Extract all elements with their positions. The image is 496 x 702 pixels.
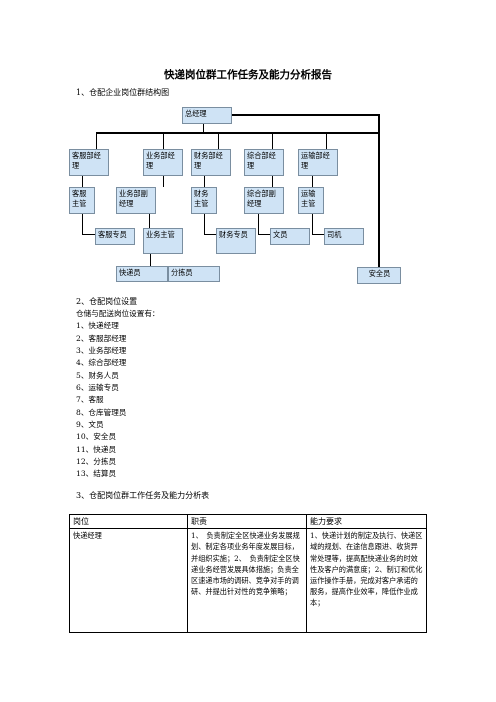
cell-abilities: 1、快递计划的制定及执行、快递区域的规划、在途信息跟进、收货异常处理等，提高配快… <box>306 528 427 634</box>
header-duties: 职责 <box>187 513 307 530</box>
cell-duties: 1、 负责制定全区快递业务发展规划、制定各项业务年度发展目标，并组织实施；2、 … <box>187 528 307 634</box>
org-box-finance-supervisor: 财务主管 <box>191 187 217 214</box>
org-box-finance-staff: 财务专员 <box>216 228 256 254</box>
positions-list: 仓储与配送岗位设置有： 1、快递经理 2、客服部经理 3、业务部经理 4、综合部… <box>76 308 160 481</box>
header-position: 岗位 <box>69 513 188 530</box>
list-item: 10、安全员 <box>76 432 117 442</box>
list-item: 11、快递员 <box>76 444 117 454</box>
org-box-service-supervisor: 客服主管 <box>69 187 95 214</box>
document-title: 快递岗位群工作任务及能力分析报告 <box>164 69 332 81</box>
table-header-row: 岗位 职责 能力要求 <box>69 513 427 530</box>
org-box-sorter: 分拣员 <box>168 266 220 282</box>
duty-analysis-table: 岗位 职责 能力要求 快递经理 1、 负责制定全区快递业务发展规划、制定各项业务… <box>69 513 427 634</box>
cell-position: 快递经理 <box>69 528 188 634</box>
org-box-manager-service: 客服部经理 <box>69 149 109 176</box>
org-box-manager-general: 综合部经理 <box>244 149 284 176</box>
header-abilities: 能力要求 <box>306 513 427 530</box>
list-item: 9、文员 <box>76 420 104 430</box>
org-box-manager-finance: 财务部经理 <box>191 149 231 176</box>
org-box-manager-business: 业务部经理 <box>143 149 183 176</box>
list-item: 6、运输专员 <box>76 383 119 393</box>
org-box-manager-transport: 运输部经理 <box>298 149 338 176</box>
list-item: 7、客服 <box>76 395 104 405</box>
org-chart: 总经理 客服部经理 业务部经理 财务部经理 综合部经理 运输部经理 客服主管 业… <box>0 0 496 310</box>
org-box-driver: 司机 <box>324 228 364 245</box>
org-box-business-supervisor: 业务主管 <box>143 228 183 254</box>
org-box-transport-supervisor: 运输主管 <box>298 187 324 214</box>
list-item: 1、快递经理 <box>76 321 119 331</box>
list-item: 12、分拣员 <box>76 457 117 467</box>
section-1-heading: 1、仓配企业岗位群结构图 <box>76 88 170 97</box>
org-box-general-deputy: 综合部副经理 <box>244 187 284 214</box>
org-box-business-deputy: 业务部副经理 <box>116 187 156 214</box>
list-item: 3、业务部经理 <box>76 346 127 356</box>
table-row: 快递经理 1、 负责制定全区快递业务发展规划、制定各项业务年度发展目标，并组织实… <box>69 528 427 634</box>
positions-intro: 仓储与配送岗位设置有： <box>76 309 160 318</box>
list-item: 2、客服部经理 <box>76 333 127 343</box>
list-item: 5、财务人员 <box>76 370 119 380</box>
org-box-gm: 总经理 <box>182 107 232 124</box>
list-item: 4、综合部经理 <box>76 358 127 368</box>
section-2-heading: 2、仓配岗位设置 <box>76 297 138 306</box>
list-item: 8、仓库管理员 <box>76 407 127 417</box>
org-box-clerk: 文员 <box>270 228 310 245</box>
list-item: 13、结算员 <box>76 469 117 479</box>
section-3-heading: 3、仓配岗位群工作任务及能力分析表 <box>76 491 210 500</box>
org-box-courier: 快递员 <box>116 266 168 282</box>
org-box-service-staff: 客服专员 <box>95 228 135 245</box>
org-box-safety: 安全员 <box>357 267 401 284</box>
